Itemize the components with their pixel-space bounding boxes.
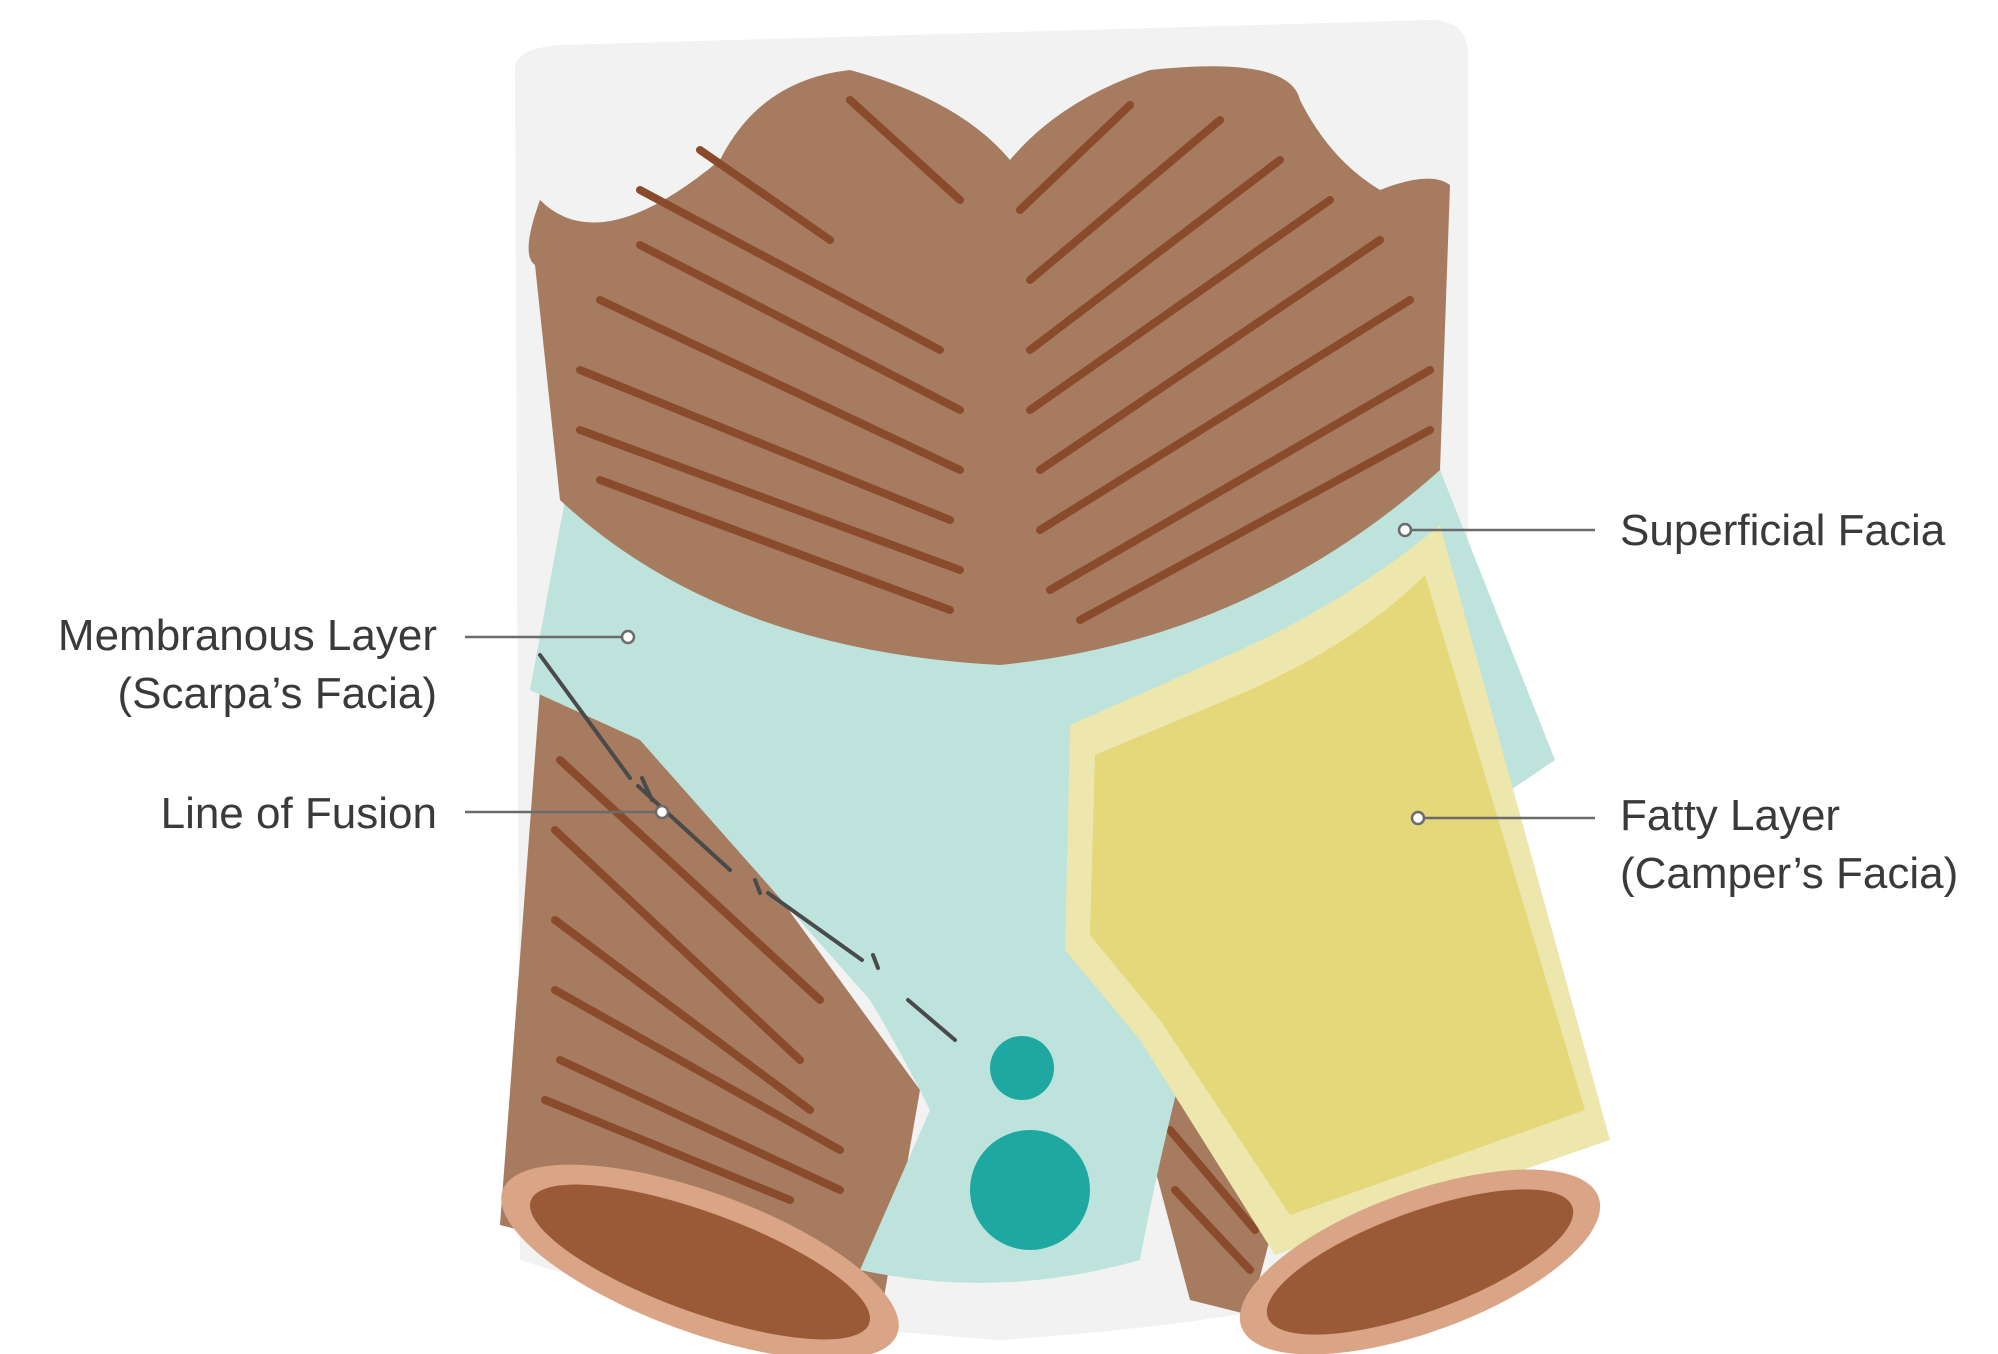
membranous-layer-label: Membranous Layer — [58, 611, 437, 660]
superficial-fascia-callout: Superficial Facia — [1399, 506, 1946, 555]
campers-fascia-label: (Camper’s Facia) — [1620, 849, 1958, 898]
superficial-fascia-label: Superficial Facia — [1620, 506, 1946, 555]
small-vessel — [990, 1036, 1054, 1100]
scarpas-fascia-label: (Scarpa’s Facia) — [117, 669, 437, 718]
line-of-fusion-label: Line of Fusion — [161, 789, 437, 838]
fatty-layer-label: Fatty Layer — [1620, 791, 1840, 840]
large-vessel — [970, 1130, 1090, 1250]
